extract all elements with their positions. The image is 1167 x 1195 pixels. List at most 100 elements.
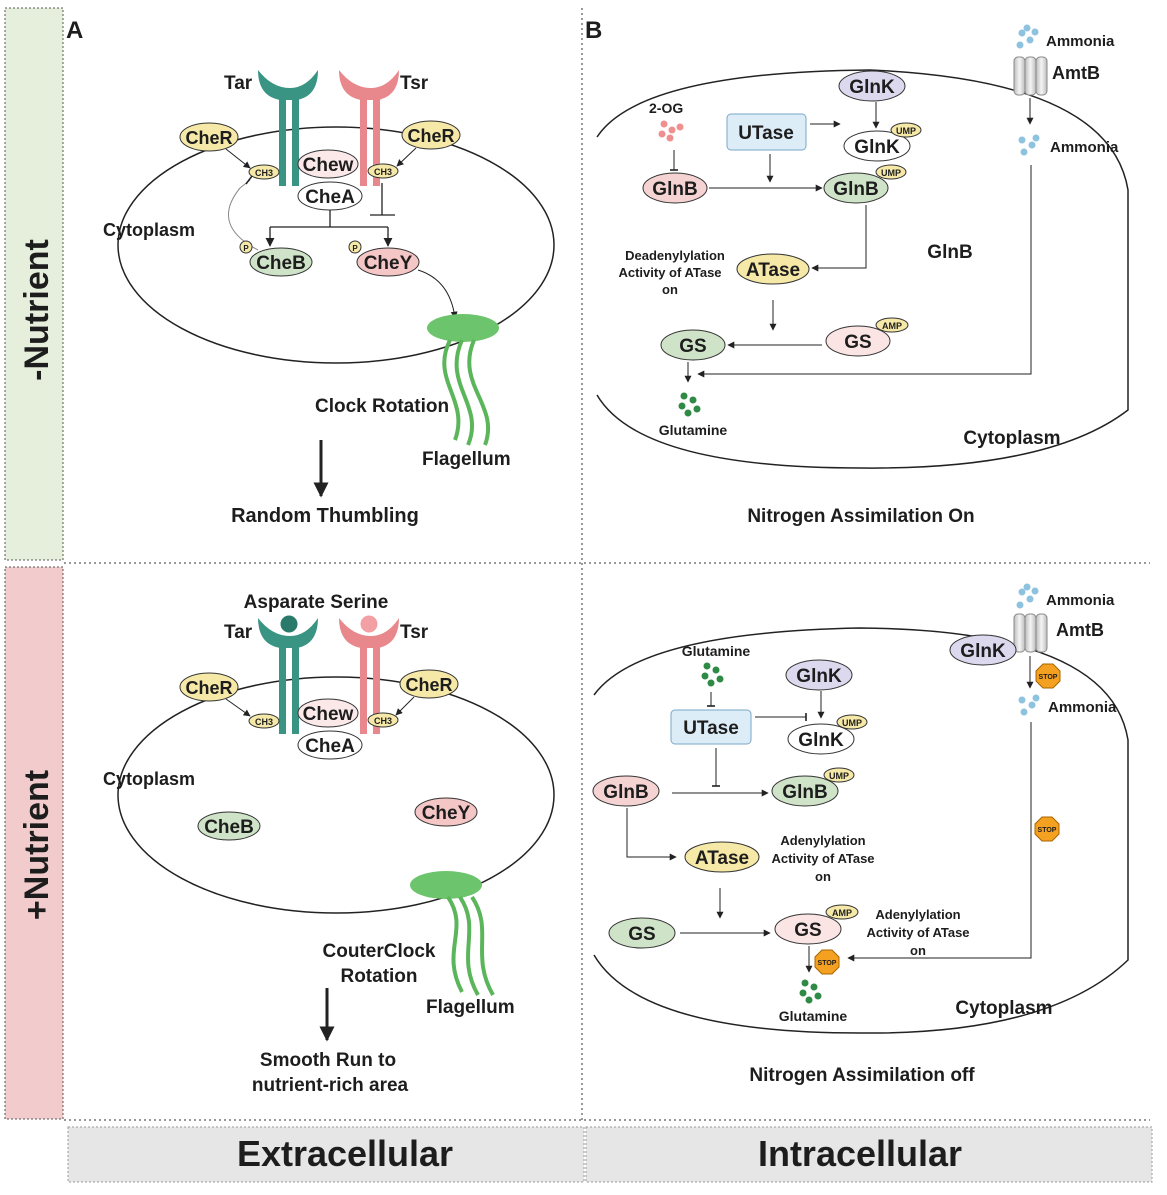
glutamine-dots-bottom bbox=[799, 979, 822, 1004]
gs-amp-bottom-label: GS bbox=[794, 920, 821, 941]
status-bottom: Nitrogen Assimilation off bbox=[749, 1065, 975, 1086]
ammonia-out-bottom: Ammonia bbox=[1046, 592, 1115, 609]
adenylation-a-line3: on bbox=[815, 869, 831, 884]
phospho-chey bbox=[348, 240, 362, 254]
tsr-receptor bbox=[339, 70, 399, 186]
atase-top bbox=[736, 253, 810, 285]
outcome-bottom-line1: Smooth Run to bbox=[260, 1050, 396, 1071]
gs-amp-top-label: GS bbox=[844, 332, 871, 353]
cheb-top-label: CheB bbox=[256, 253, 306, 274]
glnk-top-label: GlnK bbox=[849, 77, 895, 98]
outcome-top: Random Thumbling bbox=[231, 505, 419, 527]
ump-tag-glnb-bottom bbox=[823, 767, 855, 783]
amtb-label-bottom: AmtB bbox=[1056, 620, 1104, 640]
ammonia-out-top: Ammonia bbox=[1046, 33, 1115, 50]
cell-membrane-a-top bbox=[117, 126, 555, 364]
gs-top bbox=[660, 329, 726, 361]
glnk-blocking bbox=[949, 634, 1017, 666]
glnk-top bbox=[838, 70, 906, 102]
ammonia-in-top: Ammonia bbox=[1050, 139, 1119, 156]
utase-bottom bbox=[670, 709, 752, 745]
ump-tag-glnb-top-label: UMP bbox=[881, 168, 901, 178]
ump-tag-glnb-bottom-label: UMP bbox=[829, 771, 849, 781]
cher-left-bottom bbox=[179, 672, 239, 702]
amp-tag-bottom bbox=[825, 904, 859, 920]
rotation-bottom-line1: CouterClock bbox=[323, 941, 436, 962]
ch3-left bbox=[248, 164, 280, 180]
cytoplasm-b-bottom: Cytoplasm bbox=[955, 998, 1052, 1019]
chey-top-label: CheY bbox=[364, 253, 413, 274]
chew-label: Chew bbox=[303, 155, 354, 176]
stop-sign-gs-label: STOP bbox=[818, 960, 837, 967]
side-label-plus: +Nutrient bbox=[18, 770, 56, 920]
adenylation-b-line3: on bbox=[910, 943, 926, 958]
cher-left-label: CheR bbox=[185, 128, 232, 148]
footer-intracellular: Intracellular bbox=[758, 1133, 962, 1174]
glnk-ump-top-label: GlnK bbox=[854, 137, 900, 158]
nutrient-minus-band bbox=[4, 7, 64, 561]
gs-bottom bbox=[608, 917, 676, 949]
gs-top-label: GS bbox=[679, 336, 706, 357]
glnb-bottom-left bbox=[592, 775, 660, 807]
amp-tag-bottom-label: AMP bbox=[832, 908, 852, 918]
ump-tag-glnk-top-label: UMP bbox=[896, 126, 916, 136]
glnb-ump-bottom-label: GlnB bbox=[782, 782, 827, 803]
glutamine-bottom-label: Glutamine bbox=[779, 1008, 848, 1024]
phospho-cheb bbox=[239, 240, 253, 254]
glutamine-dots-in bbox=[701, 662, 724, 687]
panel-a-top: Tar Tsr CheR CheR CH3 CH3 Chew CheA CheB… bbox=[103, 70, 555, 527]
ammonia-dots-bottom-out bbox=[1016, 583, 1039, 609]
tar-label: Tar bbox=[224, 73, 253, 94]
footer-extracellular-box bbox=[67, 1126, 585, 1183]
footer-intracellular-box bbox=[585, 1126, 1153, 1183]
ammonia-dots-top-in bbox=[1018, 134, 1040, 156]
chew-bottom-label: Chew bbox=[303, 704, 354, 725]
gs-amp-bottom bbox=[774, 913, 842, 945]
ch3-right bbox=[367, 163, 399, 179]
chey-bottom bbox=[414, 797, 478, 827]
ch3-left-label: CH3 bbox=[255, 168, 273, 178]
ump-tag-glnk-bottom-label: UMP bbox=[842, 718, 862, 728]
chey-bottom-label: CheY bbox=[422, 803, 471, 824]
glnk-ump-bottom bbox=[787, 723, 855, 755]
ammonia-in-bottom: Ammonia bbox=[1048, 699, 1117, 716]
chew bbox=[297, 149, 359, 179]
deadenylation-line2: Activity of ATase bbox=[618, 265, 721, 280]
ch3-left-bottom bbox=[248, 713, 280, 729]
stop-sign-amtb-label: STOP bbox=[1039, 674, 1058, 681]
ump-tag-glnb-top bbox=[875, 164, 907, 180]
glnk-ump-top bbox=[843, 130, 911, 162]
ammonia-dots-bottom-in bbox=[1018, 694, 1040, 716]
rotation-top: Clock Rotation bbox=[315, 396, 449, 417]
deadenylation-line1: Deadenylylation bbox=[625, 248, 725, 263]
atase-bottom bbox=[684, 841, 760, 873]
glnb-top-left-label: GlnB bbox=[652, 179, 697, 200]
glnk-blocking-label: GlnK bbox=[960, 641, 1006, 662]
glnb-bottom-left-label: GlnB bbox=[603, 782, 648, 803]
outcome-bottom-line2: nutrient-rich area bbox=[252, 1075, 409, 1096]
tar-receptor-bottom bbox=[258, 614, 318, 734]
ump-tag-glnk-bottom bbox=[836, 714, 868, 730]
flagellum-top bbox=[427, 314, 499, 446]
cytoplasm-b-top: Cytoplasm bbox=[963, 428, 1060, 449]
cher-left-bottom-label: CheR bbox=[185, 678, 232, 698]
cher-right-bottom-label: CheR bbox=[405, 675, 452, 695]
ch3-right-label: CH3 bbox=[374, 167, 392, 177]
two-og-label: 2-OG bbox=[649, 100, 683, 116]
nutrient-plus-band bbox=[4, 566, 64, 1120]
footer-extracellular: Extracellular bbox=[237, 1133, 453, 1174]
amtb-channel-top bbox=[1013, 56, 1048, 96]
amp-tag-top-label: AMP bbox=[882, 321, 902, 331]
adenylation-a-line1: Adenylylation bbox=[780, 833, 865, 848]
cytoplasm-a-bottom: Cytoplasm bbox=[103, 769, 195, 789]
utase-top bbox=[726, 113, 807, 151]
utase-top-label: UTase bbox=[738, 123, 794, 144]
ump-tag-glnk-top bbox=[890, 122, 922, 138]
amp-tag-top bbox=[875, 317, 909, 333]
flagellum-top-label: Flagellum bbox=[422, 449, 511, 470]
glutamine-dots-top bbox=[678, 392, 701, 417]
stop-sign-gs: STOP bbox=[814, 949, 840, 975]
stop-sign-pathway: STOP bbox=[1034, 816, 1060, 842]
